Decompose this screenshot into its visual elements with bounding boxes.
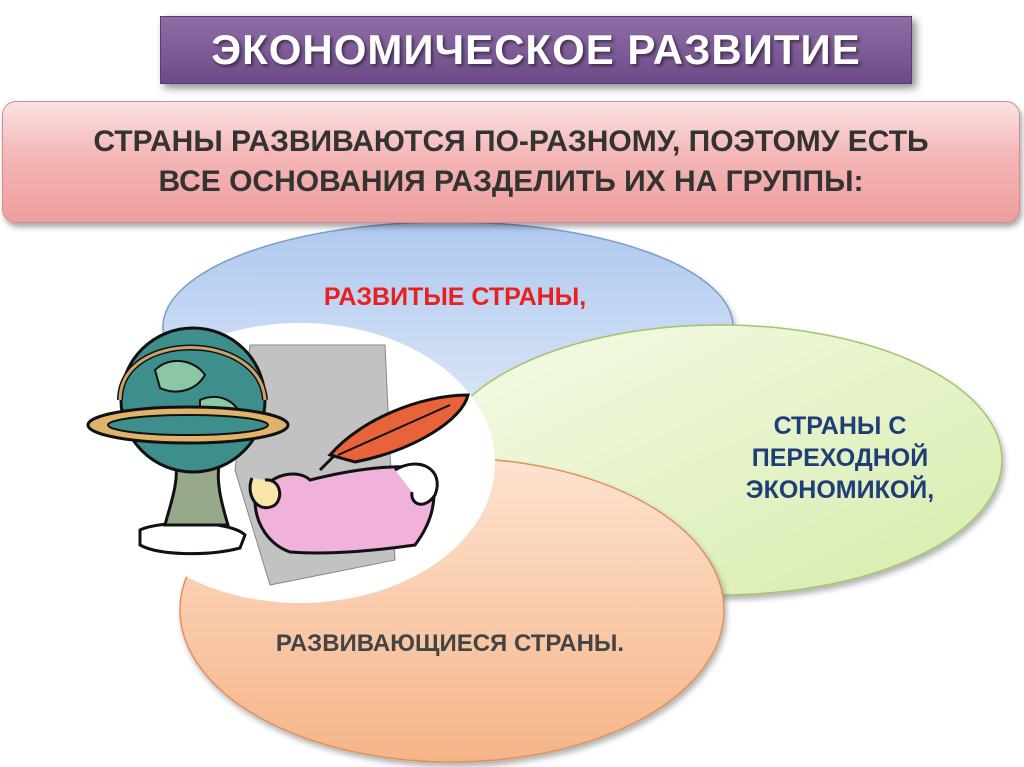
page-title: ЭКОНОМИЧЕСКОЕ РАЗВИТИЕ <box>211 26 861 73</box>
label-developing-countries: РАЗВИВАЮЩИЕСЯ СТРАНЫ. <box>275 630 625 657</box>
globe-icon <box>86 326 290 556</box>
subtitle-line: СТРАНЫ РАЗВИВАЮТСЯ ПО-РАЗНОМУ, ПОЭТОМУ Е… <box>93 125 929 158</box>
subtitle-box: СТРАНЫ РАЗВИВАЮТСЯ ПО-РАЗНОМУ, ПОЭТОМУ Е… <box>2 101 1020 223</box>
quill-icon <box>318 393 470 472</box>
label-developed-countries: РАЗВИТЫЕ СТРАНЫ, <box>323 283 587 311</box>
title-bar: ЭКОНОМИЧЕСКОЕ РАЗВИТИЕ <box>160 16 912 84</box>
scroll-icon <box>248 462 439 555</box>
illustration <box>86 326 470 586</box>
subtitle-line: ВСЕ ОСНОВАНИЯ РАЗДЕЛИТЬ ИХ НА ГРУППЫ: <box>158 165 864 198</box>
label-transition-economies: СТРАНЫ С ПЕРЕХОДНОЙ ЭКОНОМИКОЙ, <box>745 412 935 504</box>
